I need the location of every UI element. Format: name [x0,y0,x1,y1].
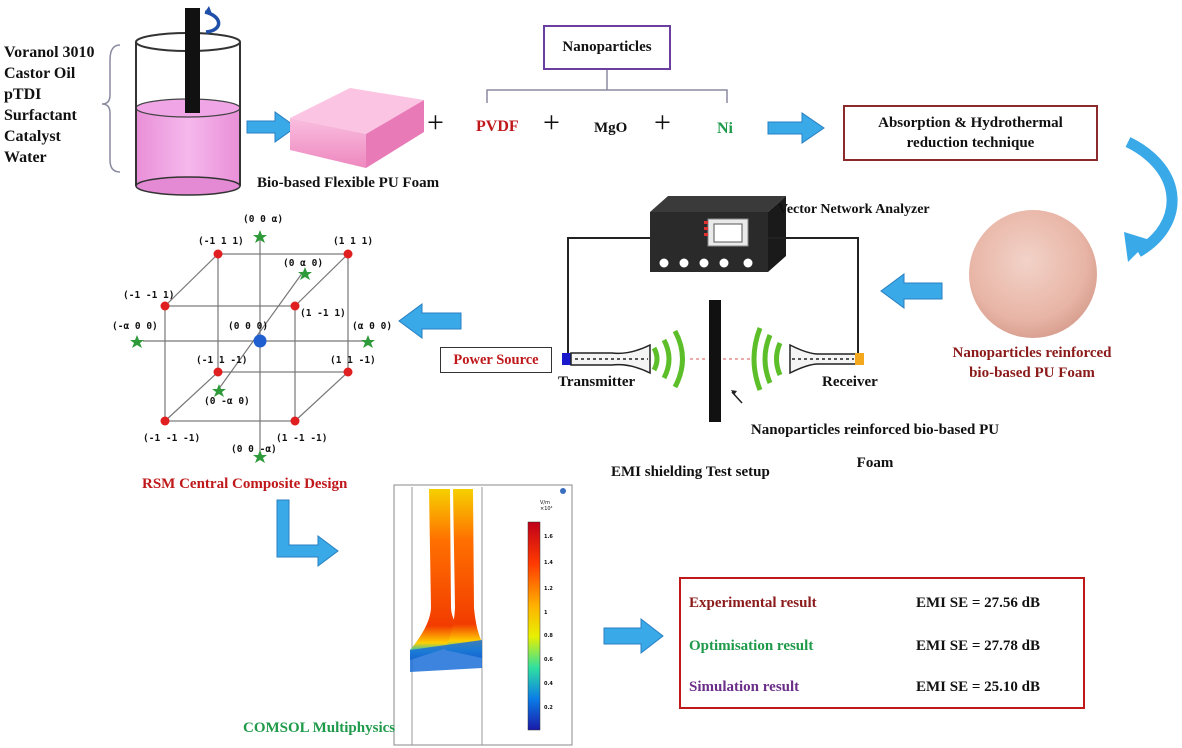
cube-label-front-axial: (0 α 0) [283,258,324,269]
result-experimental-value: EMI SE = 27.56 dB [916,595,1040,611]
setup-label: EMI shielding Test setup [611,464,770,480]
colorbar-tick: 1.4 [544,560,553,566]
colorbar-tick: 1.6 [544,534,553,540]
reinforced-foam-label: Nanoparticles reinforced bio-based PU Fo… [952,345,1112,381]
rotation-arrow-icon [204,10,221,34]
colorbar-tick: 1 [544,610,548,616]
process-label: Absorption & Hydrothermal reduction tech… [878,115,1063,151]
colorbar-tick: 0.2 [544,705,553,711]
cube-label-c6: (1 1 -1) [330,355,376,366]
process-box: Absorption & Hydrothermal reduction tech… [843,105,1098,161]
cube-center-point [253,334,267,348]
result-experimental: Experimental result EMI SE = 27.56 dB [681,595,1083,625]
transmitter-waves-icon [651,329,685,389]
colorbar-tick: 0.6 [544,657,553,663]
nanoparticles-title-box: Nanoparticles [543,25,671,70]
nanoparticles-title: Nanoparticles [562,39,652,55]
plus-sign-3: + [654,106,671,139]
ingredient-4: Surfactant [4,107,77,124]
ingredient-2: Castor Oil [4,65,76,82]
sample-label: Nanoparticles reinforced bio-based PU Fo… [750,422,1000,471]
rsm-label: RSM Central Composite Design [142,476,348,492]
receiver-waves-icon [751,327,783,391]
beaker-icon [135,32,241,196]
cable-right [768,237,859,355]
result-simulation-label: Simulation result [689,679,800,695]
power-source-label: Power Source [453,351,539,368]
cube-label-back-axial: (0 -α 0) [204,396,250,407]
comsol-simulation-image [393,484,573,746]
results-box: Experimental result EMI SE = 27.56 dB Op… [679,577,1085,709]
power-source-box: Power Source [440,347,552,373]
vna-label: Vector Network Analyzer [778,202,930,217]
cube-label-right-axial: (α 0 0) [352,321,393,332]
cable-left [567,237,650,358]
receiver-label: Receiver [822,374,878,390]
arrow-beaker-to-foam [246,111,297,143]
ingredient-3: pTDI [4,86,42,103]
colorbar-tick: 0.8 [544,633,553,639]
stirrer-rod-icon [185,8,200,113]
cube-label-c4: (1 -1 1) [300,308,346,319]
ingredient-list: Voranol 3010 Castor Oil pTDI Surfactant … [4,42,95,168]
cube-label-c7: (-1 -1 -1) [143,433,201,444]
pu-foam-block [290,88,424,168]
particle-ni: Ni [717,120,733,137]
foam-label: Bio-based Flexible PU Foam [257,175,440,191]
cube-label-bottom-axial: (0 0 -α) [231,444,277,455]
ingredient-6: Water [4,149,47,166]
cube-label-c3: (-1 -1 1) [123,290,175,301]
comsol-label: COMSOL Multiphysics [243,720,396,736]
result-simulation-value: EMI SE = 25.10 dB [916,679,1040,695]
result-experimental-label: Experimental result [689,595,817,611]
result-optimisation: Optimisation result EMI SE = 27.78 dB [681,638,1083,668]
colorbar-tick: 0.4 [544,681,553,687]
ingredient-5: Catalyst [4,128,61,145]
cube-axial-stars [130,230,375,463]
arrow-disc-to-setup [880,273,943,309]
transmitter-horn-icon [562,343,651,375]
cube-label-top-axial: (0 0 α) [243,214,284,225]
colorbar-tick: 1.2 [544,586,553,592]
sample-slab-icon [709,300,721,422]
receiver-horn-icon [789,343,864,375]
cube-label-c2: (1 1 1) [333,236,374,247]
transmitter-label: Transmitter [558,374,636,390]
arrow-to-process [767,112,825,144]
nanoparticles-brace [486,89,728,103]
cube-label-c5: (-1 1 -1) [196,355,248,366]
curved-arrow-down [1124,137,1178,262]
cube-corner-points [160,249,353,426]
arrow-setup-to-cube [398,303,462,339]
plus-sign-2: + [543,106,560,139]
reinforced-foam-disc [969,210,1097,338]
cube-label-c1: (-1 1 1) [198,236,244,247]
ingredient-1: Voranol 3010 [4,44,95,61]
plus-sign-1: + [427,106,444,139]
cube-label-c8: (1 -1 -1) [276,433,328,444]
result-simulation: Simulation result EMI SE = 25.10 dB [681,679,1083,709]
result-optimisation-value: EMI SE = 27.78 dB [916,638,1040,654]
colorbar-unit: V/m ×10⁴ [540,500,553,512]
particle-pvdf: PVDF [476,118,519,135]
cube-label-left-axial: (-α 0 0) [112,321,158,332]
vna-device-icon [650,196,786,272]
particle-mgo: MgO [594,120,628,136]
cube-label-center: (0 0 0) [228,321,269,332]
arrow-cube-to-comsol [276,499,339,567]
arrow-to-results [603,617,664,655]
result-optimisation-label: Optimisation result [689,638,814,654]
ingredients-bracket [101,44,121,173]
